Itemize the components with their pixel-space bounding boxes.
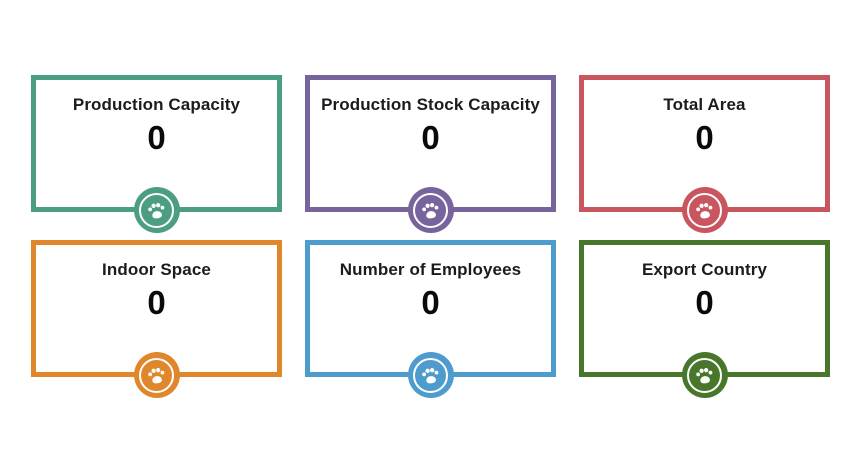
stat-card-number-of-employees: Number of Employees 0 (305, 240, 556, 398)
paw-icon (681, 187, 728, 233)
kpi-card-grid: Production Capacity 0 Production Stock C… (31, 75, 830, 398)
paw-icon (681, 352, 728, 398)
paw-glyph (148, 202, 165, 218)
stat-card-production-capacity: Production Capacity 0 (31, 75, 282, 233)
paw-icon (133, 187, 180, 233)
stat-card-value: 0 (421, 119, 440, 156)
paw-glyph (148, 367, 165, 383)
stat-card-title: Export Country (641, 260, 768, 279)
stat-card-export-country: Export Country 0 (579, 240, 830, 398)
paw-icon-ring (413, 192, 448, 228)
stat-card-title: Total Area (663, 95, 746, 114)
stat-card-value: 0 (147, 284, 166, 321)
paw-icon-ring (139, 192, 174, 228)
stat-card-value: 0 (147, 119, 166, 156)
paw-glyph (696, 202, 713, 218)
stat-card-value: 0 (695, 284, 714, 321)
stat-card-production-stock-capacity: Production Stock Capacity 0 (305, 75, 556, 233)
paw-glyph (422, 202, 439, 218)
paw-icon (407, 187, 454, 233)
stat-card-indoor-space: Indoor Space 0 (31, 240, 282, 398)
paw-icon-ring (413, 357, 448, 393)
paw-icon (133, 352, 180, 398)
stat-card-title: Number of Employees (339, 260, 522, 279)
stat-card-title: Production Stock Capacity (321, 95, 540, 114)
paw-icon-ring (687, 192, 722, 228)
stat-card-total-area: Total Area 0 (579, 75, 830, 233)
paw-icon (407, 352, 454, 398)
stat-card-title: Production Capacity (72, 95, 241, 114)
paw-icon-ring (687, 357, 722, 393)
paw-glyph (696, 367, 713, 383)
stat-card-title: Indoor Space (102, 260, 211, 279)
stat-card-value: 0 (421, 284, 440, 321)
paw-glyph (422, 367, 439, 383)
paw-icon-ring (139, 357, 174, 393)
stat-card-value: 0 (695, 119, 714, 156)
